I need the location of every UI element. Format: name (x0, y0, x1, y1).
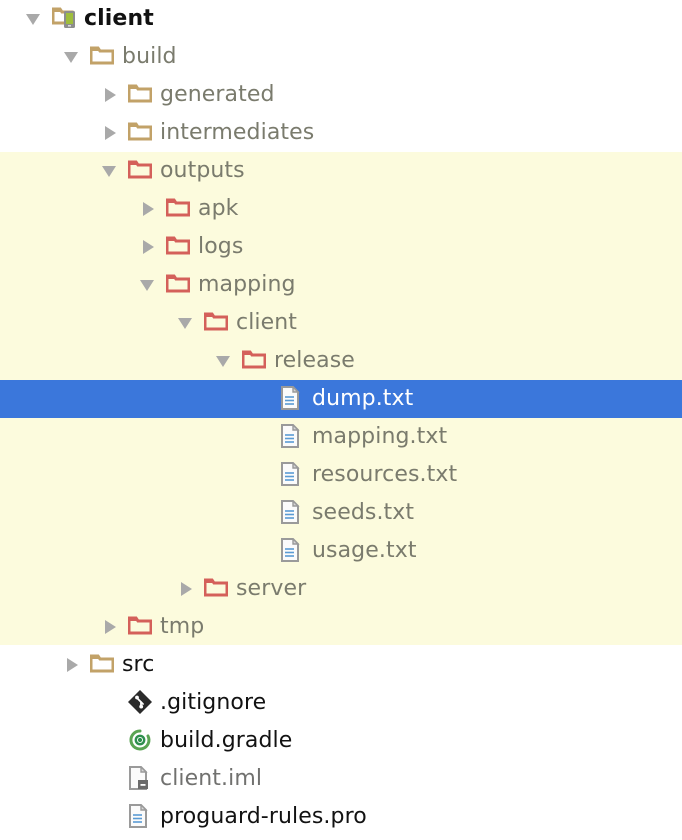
folder-red-icon (204, 310, 228, 336)
tree-row[interactable]: intermediates (0, 114, 682, 152)
tree-row[interactable]: client (0, 0, 682, 38)
folder-tan-icon (90, 44, 114, 70)
tree-row[interactable]: apk (0, 190, 682, 228)
tree-spacer (100, 684, 122, 722)
tree-row-label: mapping.txt (312, 424, 448, 449)
tree-spacer (100, 760, 122, 798)
tree-row[interactable]: mapping.txt (0, 418, 682, 456)
tree-row[interactable]: tmp (0, 608, 682, 646)
tree-row[interactable]: src (0, 646, 682, 684)
tree-row[interactable]: client (0, 304, 682, 342)
tree-spacer (252, 494, 274, 532)
tree-row[interactable]: logs (0, 228, 682, 266)
chevron-right-icon[interactable] (138, 228, 160, 266)
tree-spacer (100, 722, 122, 760)
tree-row[interactable]: build.gradle (0, 722, 682, 760)
text-file-icon (280, 386, 304, 412)
tree-row-label: outputs (160, 158, 245, 183)
tree-row-label: proguard-rules.pro (160, 804, 367, 829)
folder-tan-icon (90, 652, 114, 678)
tree-row[interactable]: seeds.txt (0, 494, 682, 532)
tree-row[interactable]: server (0, 570, 682, 608)
tree-row[interactable]: proguard-rules.pro (0, 798, 682, 836)
folder-red-icon (128, 158, 152, 184)
chevron-down-icon[interactable] (100, 152, 122, 190)
chevron-down-icon[interactable] (24, 0, 46, 38)
chevron-right-icon[interactable] (138, 190, 160, 228)
chevron-right-icon[interactable] (176, 570, 198, 608)
tree-spacer (252, 418, 274, 456)
tree-row-label: client (84, 6, 154, 31)
tree-row-label: tmp (160, 614, 205, 639)
tree-row-label: build.gradle (160, 728, 293, 753)
text-file-icon (280, 538, 304, 564)
tree-row-label: release (274, 348, 355, 373)
tree-row-label: dump.txt (312, 386, 414, 411)
tree-spacer (252, 380, 274, 418)
tree-row-label: client.iml (160, 766, 263, 791)
text-file-icon (280, 500, 304, 526)
folder-tan-icon (128, 120, 152, 146)
folder-red-icon (128, 614, 152, 640)
tree-row[interactable]: .gitignore (0, 684, 682, 722)
tree-row-label: server (236, 576, 307, 601)
folder-red-icon (242, 348, 266, 374)
tree-row-label: apk (198, 196, 239, 221)
tree-row-label: client (236, 310, 298, 335)
tree-row-label: resources.txt (312, 462, 458, 487)
chevron-right-icon[interactable] (100, 608, 122, 646)
text-file-icon (280, 424, 304, 450)
text-file-icon (280, 462, 304, 488)
chevron-down-icon[interactable] (214, 342, 236, 380)
tree-row[interactable]: release (0, 342, 682, 380)
tree-spacer (252, 532, 274, 570)
folder-tan-icon (128, 82, 152, 108)
tree-row-label: .gitignore (160, 690, 267, 715)
tree-row-label: src (122, 652, 155, 677)
chevron-down-icon[interactable] (176, 304, 198, 342)
chevron-right-icon[interactable] (62, 646, 84, 684)
tree-row-label: mapping (198, 272, 296, 297)
tree-row[interactable]: usage.txt (0, 532, 682, 570)
tree-spacer (100, 798, 122, 836)
folder-red-icon (166, 196, 190, 222)
tree-row[interactable]: outputs (0, 152, 682, 190)
folder-red-icon (204, 576, 228, 602)
module-file-icon (128, 766, 152, 792)
tree-row-label: build (122, 44, 177, 69)
tree-row[interactable]: mapping (0, 266, 682, 304)
chevron-right-icon[interactable] (100, 114, 122, 152)
tree-row-label: intermediates (160, 120, 315, 145)
tree-row[interactable]: dump.txt (0, 380, 682, 418)
tree-spacer (252, 456, 274, 494)
tree-row-label: usage.txt (312, 538, 417, 563)
git-icon (128, 690, 152, 716)
gradle-icon (128, 728, 152, 754)
module-icon (52, 6, 76, 32)
tree-row[interactable]: generated (0, 76, 682, 114)
folder-red-icon (166, 234, 190, 260)
tree-row-label: seeds.txt (312, 500, 415, 525)
chevron-down-icon[interactable] (138, 266, 160, 304)
tree-row[interactable]: build (0, 38, 682, 76)
chevron-down-icon[interactable] (62, 38, 84, 76)
tree-row[interactable]: client.iml (0, 760, 682, 798)
tree-row-label: generated (160, 82, 275, 107)
folder-red-icon (166, 272, 190, 298)
chevron-right-icon[interactable] (100, 76, 122, 114)
tree-row-label: logs (198, 234, 244, 259)
text-file-icon (128, 804, 152, 830)
tree-row[interactable]: resources.txt (0, 456, 682, 494)
